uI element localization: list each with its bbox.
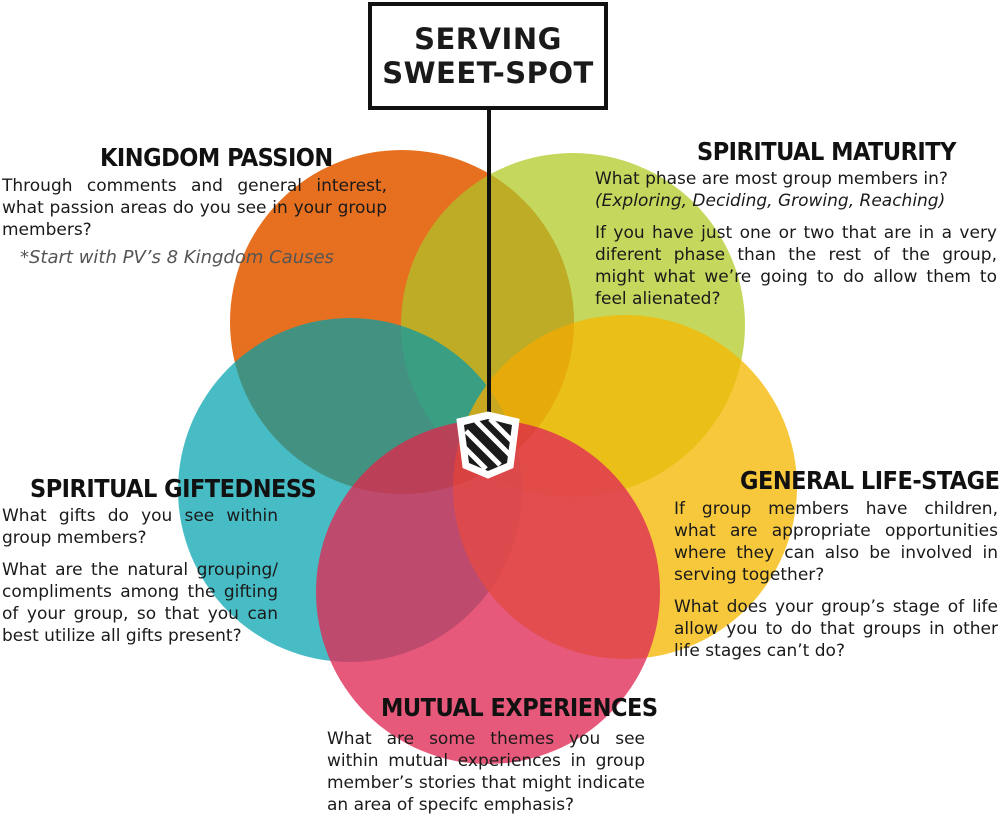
- general-life-stage-text-2: What does your group’s stage of life all…: [674, 597, 998, 661]
- spiritual-maturity-heading: SPIRITUAL MATURITY: [697, 137, 956, 166]
- spiritual-maturity-block: What phase are most group members in? (E…: [595, 168, 997, 320]
- shield-icon: [456, 411, 520, 479]
- spiritual-giftedness-block: What gifts do you see within group membe…: [2, 505, 278, 657]
- general-life-stage-text-1: If group members have children, what are…: [674, 499, 998, 585]
- mutual-experiences-heading: MUTUAL EXPERIENCES: [381, 693, 658, 722]
- spiritual-giftedness-heading: SPIRITUAL GIFTEDNESS: [30, 474, 317, 503]
- spiritual-maturity-text-1: What phase are most group members in?: [595, 169, 948, 189]
- circle-mutual-experiences: [316, 420, 660, 764]
- general-life-stage-heading: GENERAL LIFE-STAGE: [740, 466, 1000, 495]
- spiritual-giftedness-text-1: What gifts do you see within group membe…: [2, 506, 278, 548]
- kingdom-passion-heading: KINGDOM PASSION: [100, 143, 333, 172]
- kingdom-passion-text: Through comments and general interest, w…: [2, 176, 387, 240]
- general-life-stage-block: If group members have children, what are…: [674, 498, 998, 672]
- spiritual-giftedness-text-2: What are the natural grouping/ complimen…: [2, 560, 278, 646]
- kingdom-passion-note: *Start with PV’s 8 Kingdom Causes: [20, 247, 334, 268]
- title-line-2: SWEET-SPOT: [382, 56, 594, 90]
- title-line-1: SERVING: [414, 22, 562, 56]
- mutual-experiences-text: What are some themes you see within mutu…: [327, 729, 645, 815]
- title-box: SERVING SWEET-SPOT: [368, 2, 608, 110]
- spiritual-maturity-text-2: If you have just one or two that are in …: [595, 223, 997, 309]
- spiritual-maturity-phases: (Exploring, Deciding, Growing, Reaching): [595, 191, 946, 211]
